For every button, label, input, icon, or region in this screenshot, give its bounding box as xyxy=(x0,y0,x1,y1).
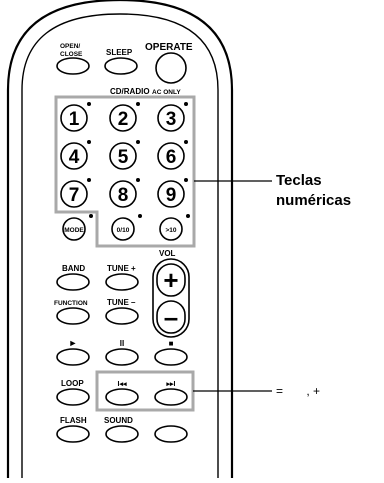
open-close-label-2: CLOSE xyxy=(60,51,83,58)
numeric-key-label-6: 6 xyxy=(166,147,177,168)
numeric-callout-line2: numéricas xyxy=(276,192,351,209)
numeric-key-dot-3 xyxy=(184,102,188,106)
band-button[interactable] xyxy=(56,273,90,291)
open-close-button[interactable] xyxy=(56,57,90,75)
numeric-key-label-4: 4 xyxy=(69,147,80,168)
play-icon: ► xyxy=(69,338,78,348)
skip-callout-text: = , + xyxy=(276,384,320,398)
prev-icon: I◂◂ xyxy=(118,381,127,388)
prev-button[interactable] xyxy=(105,388,139,406)
band-label: BAND xyxy=(62,264,85,273)
sleep-button[interactable] xyxy=(104,57,138,75)
vol-up-button[interactable] xyxy=(156,263,186,297)
numeric-key-dot-1 xyxy=(87,102,91,106)
numeric-key-dot-4 xyxy=(87,140,91,144)
numeric-key-label-3: 3 xyxy=(166,109,177,130)
numeric-key-dot-6 xyxy=(184,140,188,144)
numeric-callout-line1: Teclas xyxy=(276,172,322,189)
numeric-key-dot-2 xyxy=(136,102,140,106)
numeric-key-8[interactable] xyxy=(109,180,137,208)
numeric-key-9[interactable] xyxy=(157,180,185,208)
key-gt10-dot xyxy=(186,214,190,218)
cd-radio-label: CD/RADIO xyxy=(110,87,150,96)
next-icon: ▸▸I xyxy=(166,381,176,388)
numeric-key-label-2: 2 xyxy=(118,109,129,130)
numeric-key-3[interactable] xyxy=(157,104,185,132)
vol-minus-symbol: – xyxy=(164,302,178,332)
sleep-label: SLEEP xyxy=(106,48,133,57)
numeric-key-dot-7 xyxy=(87,178,91,182)
function-button[interactable] xyxy=(56,307,90,325)
numeric-key-dot-8 xyxy=(136,178,140,182)
flash-label: FLASH xyxy=(60,416,87,425)
mode-dot xyxy=(89,214,93,218)
play-button[interactable] xyxy=(56,348,90,366)
key-0-10-label: 0/10 xyxy=(117,227,130,234)
mode-label: MODE xyxy=(64,227,84,234)
open-close-label-1: OPEN/ xyxy=(60,43,80,50)
numeric-key-label-9: 9 xyxy=(166,185,177,206)
sound-button[interactable] xyxy=(105,425,139,443)
operate-button[interactable] xyxy=(155,52,187,84)
loop-label: LOOP xyxy=(61,379,84,388)
numeric-highlight-box xyxy=(54,95,196,248)
operate-label: OPERATE xyxy=(145,42,193,53)
blank-button[interactable] xyxy=(154,425,188,443)
pause-icon: II xyxy=(120,339,124,348)
key-0-10-dot xyxy=(138,214,142,218)
stop-button[interactable] xyxy=(154,348,188,366)
loop-button[interactable] xyxy=(56,388,90,406)
numeric-key-label-1: 1 xyxy=(69,109,80,130)
remote-outer-outline xyxy=(6,0,234,478)
numeric-key-7[interactable] xyxy=(60,180,88,208)
numeric-key-label-5: 5 xyxy=(118,147,129,168)
key-0-10-button[interactable] xyxy=(111,217,135,241)
vol-label: VOL xyxy=(159,249,176,258)
numeric-keypad: 1 2 3 4 5 6 7 8 9 xyxy=(60,102,188,208)
key-gt10-button[interactable] xyxy=(159,217,183,241)
numeric-key-5[interactable] xyxy=(109,142,137,170)
remote-inner-outline xyxy=(21,13,219,478)
pause-button[interactable] xyxy=(105,348,139,366)
flash-button[interactable] xyxy=(56,425,90,443)
sound-label: SOUND xyxy=(104,416,133,425)
key-gt10-label: >10 xyxy=(165,227,176,234)
mode-button[interactable] xyxy=(62,217,86,241)
next-button[interactable] xyxy=(154,388,188,406)
tune-minus-button[interactable] xyxy=(105,307,139,325)
numeric-key-dot-9 xyxy=(184,178,188,182)
function-label: FUNCTION xyxy=(54,300,88,307)
tune-minus-label: TUNE – xyxy=(107,298,136,307)
ac-only-label: AC ONLY xyxy=(152,89,181,96)
vol-down-button[interactable] xyxy=(156,300,186,334)
numeric-key-label-7: 7 xyxy=(69,185,80,206)
vol-plus-symbol: + xyxy=(163,265,178,295)
numeric-key-dot-5 xyxy=(136,140,140,144)
stop-icon: ■ xyxy=(169,339,174,348)
numeric-key-label-8: 8 xyxy=(118,185,129,206)
numeric-key-1[interactable] xyxy=(60,104,88,132)
numeric-key-2[interactable] xyxy=(109,104,137,132)
tune-plus-label: TUNE + xyxy=(107,264,136,273)
numeric-key-4[interactable] xyxy=(60,142,88,170)
tune-plus-button[interactable] xyxy=(105,273,139,291)
numeric-key-6[interactable] xyxy=(157,142,185,170)
